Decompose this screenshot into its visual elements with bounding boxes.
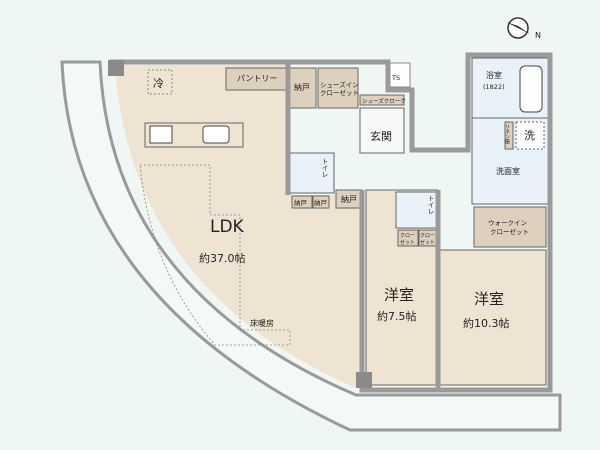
shoes-in-closet bbox=[317, 67, 359, 109]
sink-icon bbox=[202, 125, 230, 144]
storage-top bbox=[289, 67, 317, 109]
balcony bbox=[60, 60, 562, 432]
linen-closet bbox=[504, 121, 514, 150]
ldk-size: 約37.0帖 bbox=[199, 251, 246, 265]
floor-heating-label: 床暖房 bbox=[250, 318, 274, 328]
bathroom-size: (1822) bbox=[483, 83, 505, 91]
entrance-floor bbox=[359, 107, 405, 154]
ldk-label: LDK bbox=[210, 217, 245, 237]
ts-label: TS bbox=[391, 74, 400, 82]
fridge-label: 冷 bbox=[153, 77, 164, 90]
column bbox=[108, 60, 124, 76]
western-room-1-label: 洋室 bbox=[384, 286, 414, 304]
storage-b-label: 納戸 bbox=[314, 198, 328, 207]
stove-icon bbox=[149, 125, 173, 144]
washer-label: 洗 bbox=[524, 129, 535, 142]
storage-top-label: 納戸 bbox=[294, 82, 310, 92]
western-room-2-size: 約10.3帖 bbox=[463, 316, 510, 330]
toilet-2-label: トイレ bbox=[426, 195, 434, 215]
toilet-2 bbox=[395, 191, 437, 229]
shoes-in-closet-label-2: クローゼット bbox=[320, 88, 359, 97]
shoes-cloak-label: シューズクローク bbox=[362, 97, 406, 105]
closet-a-label-1: クロー bbox=[400, 233, 415, 239]
western-room-2-label: 洋室 bbox=[474, 290, 504, 308]
closet-b-label-1: クロー bbox=[420, 233, 435, 239]
compass-north-label: N bbox=[535, 31, 541, 40]
pantry-label: パントリー bbox=[237, 74, 277, 83]
bathroom-label: 浴室 bbox=[486, 70, 502, 80]
bathtub-icon bbox=[519, 65, 543, 113]
closet-a bbox=[397, 229, 419, 247]
storage-a-label: 納戸 bbox=[294, 198, 308, 207]
western-room-1-size: 約7.5帖 bbox=[377, 309, 417, 323]
linen-label: リネン庫 bbox=[504, 124, 510, 145]
closet-a-label-2: ゼット bbox=[400, 239, 415, 246]
floor-heating-area bbox=[139, 164, 291, 346]
storage-b bbox=[312, 195, 330, 209]
fridge-space bbox=[147, 69, 173, 95]
walk-in-closet-label-2: クローゼット bbox=[490, 227, 529, 236]
walk-in-closet-label-1: ウォークイン bbox=[488, 219, 527, 227]
storage-a bbox=[291, 195, 313, 209]
walk-in-closet bbox=[473, 206, 547, 248]
compass-icon bbox=[506, 17, 530, 39]
closet-b-label-2: ゼット bbox=[420, 239, 435, 246]
washer-space bbox=[515, 121, 545, 150]
walls bbox=[110, 52, 553, 393]
entrance-label: 玄関 bbox=[370, 129, 392, 143]
washroom-label: 洗面室 bbox=[496, 166, 520, 176]
toilet-1-label: トイレ bbox=[320, 158, 328, 178]
storage-c-label: 納戸 bbox=[341, 194, 357, 204]
toilet-1 bbox=[289, 152, 335, 194]
column bbox=[356, 372, 372, 388]
shoes-in-closet-label-1: シューズイン bbox=[320, 80, 359, 89]
shoes-cloak bbox=[359, 94, 405, 106]
